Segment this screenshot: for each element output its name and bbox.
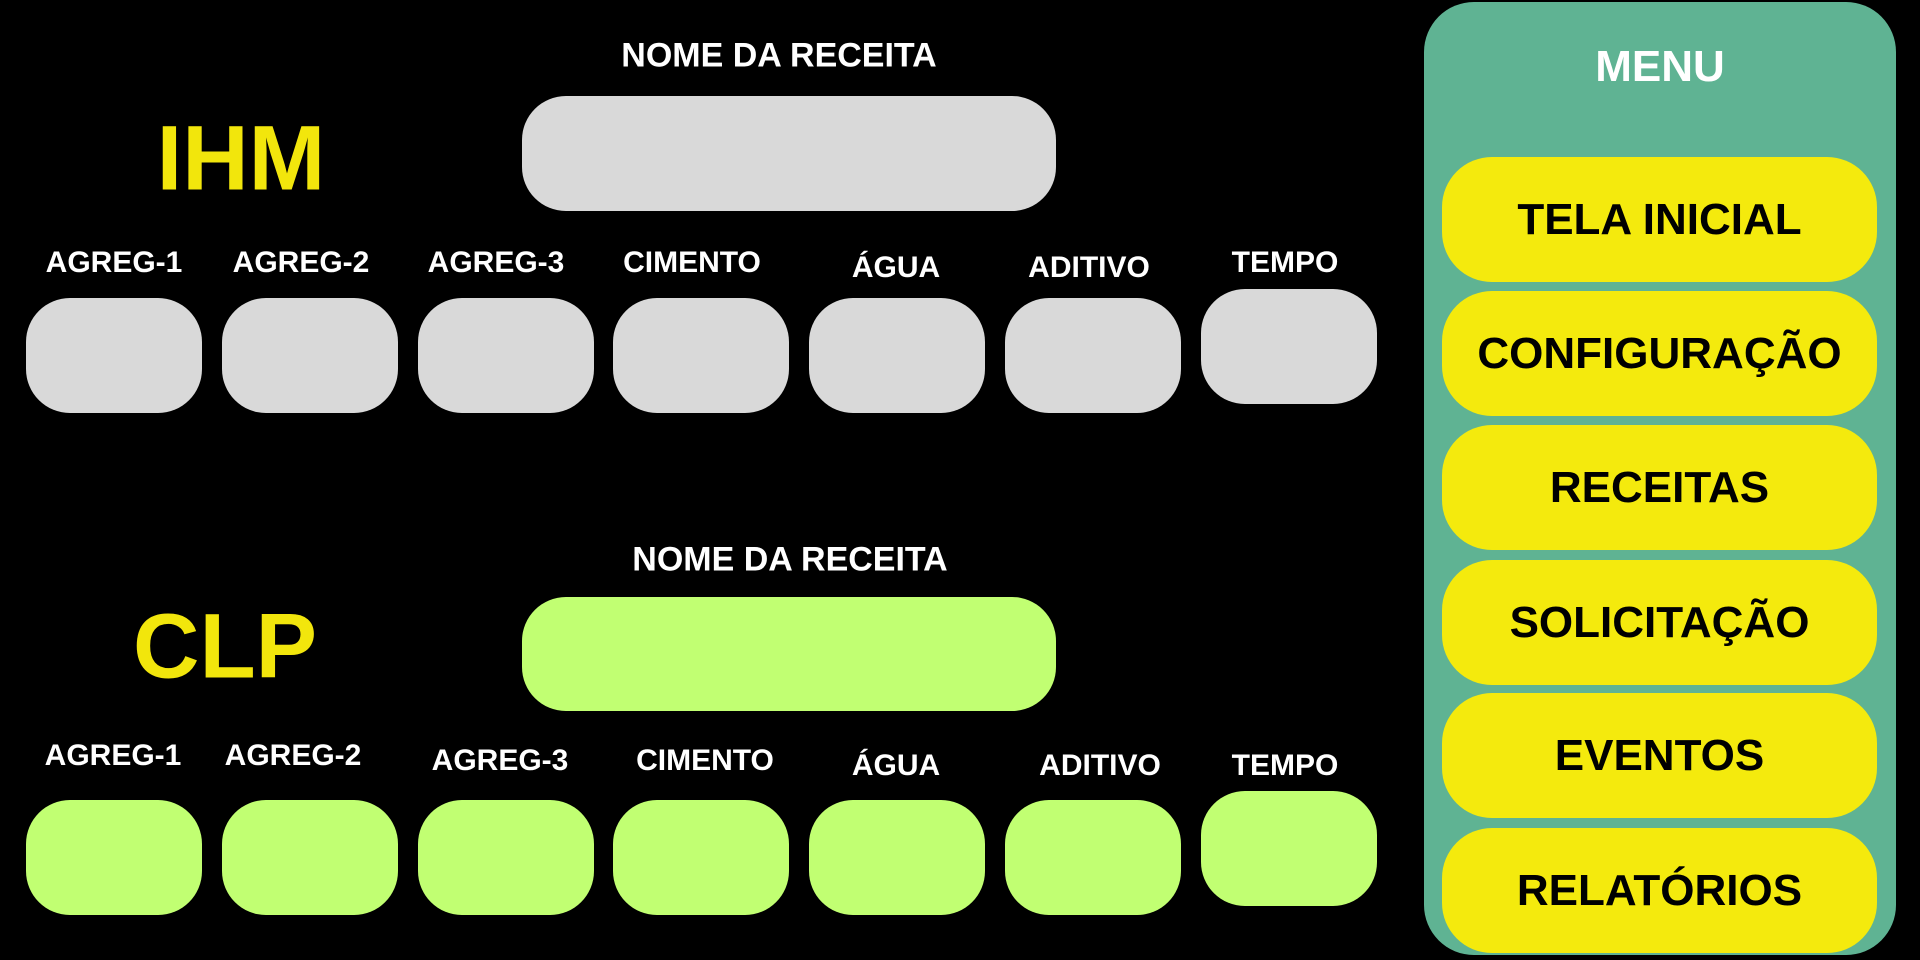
ihm-section-title: IHM xyxy=(156,107,326,210)
ihm-recipe-name-label: NOME DA RECEITA xyxy=(621,36,937,75)
clp-field-cimento[interactable] xyxy=(613,800,789,915)
clp-label-agreg-1: AGREG-1 xyxy=(44,739,182,772)
ihm-label-tempo: TEMPO xyxy=(1231,246,1339,279)
clp-recipe-name-field[interactable] xyxy=(522,597,1056,711)
ihm-label-agua: ÁGUA xyxy=(851,251,941,284)
clp-label-cimento: CIMENTO xyxy=(636,744,774,777)
ihm-label-cimento: CIMENTO xyxy=(623,246,761,279)
menu-button-eventos[interactable]: EVENTOS xyxy=(1442,693,1877,818)
ihm-field-agreg-1[interactable] xyxy=(26,298,202,413)
clp-label-agua: ÁGUA xyxy=(851,749,941,782)
clp-recipe-name-label: NOME DA RECEITA xyxy=(632,540,948,579)
clp-field-tempo[interactable] xyxy=(1201,791,1377,906)
clp-label-aditivo: ADITIVO xyxy=(1039,749,1161,782)
clp-field-agreg-2[interactable] xyxy=(222,800,398,915)
ihm-field-tempo[interactable] xyxy=(1201,289,1377,404)
ihm-field-agreg-2[interactable] xyxy=(222,298,398,413)
clp-field-aditivo[interactable] xyxy=(1005,800,1181,915)
ihm-label-aditivo: ADITIVO xyxy=(1028,251,1150,284)
clp-label-agreg-3: AGREG-3 xyxy=(431,744,569,777)
clp-section-title: CLP xyxy=(133,595,317,698)
ihm-label-agreg-3: AGREG-3 xyxy=(427,246,565,279)
menu-button-receitas[interactable]: RECEITAS xyxy=(1442,425,1877,550)
clp-label-tempo: TEMPO xyxy=(1231,749,1339,782)
ihm-recipe-name-field[interactable] xyxy=(522,96,1056,211)
ihm-label-agreg-1: AGREG-1 xyxy=(45,246,183,279)
clp-label-agreg-2: AGREG-2 xyxy=(224,739,362,772)
menu-panel: MENU TELA INICIAL CONFIGURAÇÃO RECEITAS … xyxy=(1424,2,1896,955)
menu-button-tela-inicial[interactable]: TELA INICIAL xyxy=(1442,157,1877,282)
menu-button-relatorios[interactable]: RELATÓRIOS xyxy=(1442,828,1877,953)
ihm-field-aditivo[interactable] xyxy=(1005,298,1181,413)
menu-button-solicitacao[interactable]: SOLICITAÇÃO xyxy=(1442,560,1877,685)
clp-field-agreg-1[interactable] xyxy=(26,800,202,915)
clp-field-agua[interactable] xyxy=(809,800,985,915)
clp-field-agreg-3[interactable] xyxy=(418,800,594,915)
ihm-label-agreg-2: AGREG-2 xyxy=(232,246,370,279)
ihm-field-agua[interactable] xyxy=(809,298,985,413)
menu-title: MENU xyxy=(1595,42,1725,91)
ihm-field-agreg-3[interactable] xyxy=(418,298,594,413)
ihm-field-cimento[interactable] xyxy=(613,298,789,413)
menu-button-configuracao[interactable]: CONFIGURAÇÃO xyxy=(1442,291,1877,416)
